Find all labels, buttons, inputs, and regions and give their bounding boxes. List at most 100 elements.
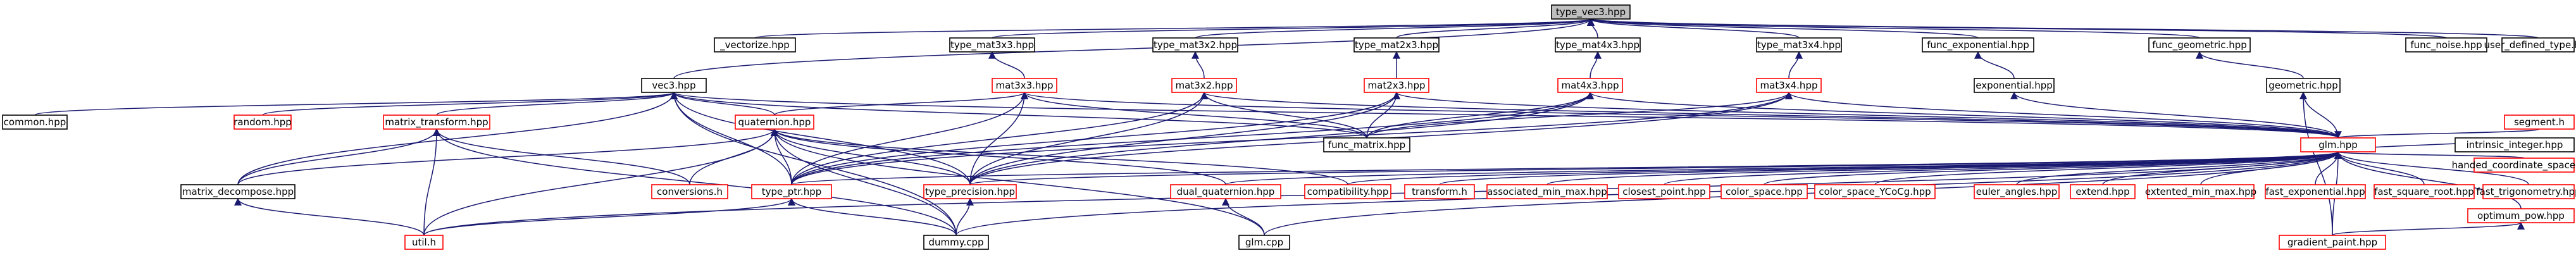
node-dual-quaternion-hpp[interactable]: dual_quaternion.hpp: [1170, 184, 1281, 199]
node-compatibility-hpp[interactable]: compatibility.hpp: [1304, 184, 1391, 199]
node-label: fast_square_root.hpp: [2374, 186, 2474, 198]
node-transform-h[interactable]: transform.h: [1404, 184, 1475, 199]
edge-func_exponential_hpp-to-exponential_hpp: [1974, 51, 2015, 79]
node-mat3x4-hpp[interactable]: mat3x4.hpp: [1756, 78, 1822, 93]
node-label: util.h: [412, 237, 436, 248]
node-label: fast_trigonometry.hpp: [2476, 186, 2576, 198]
node-label: glm.cpp: [1245, 237, 1283, 248]
node-closest-point-hpp[interactable]: closest_point.hpp: [1618, 184, 1710, 199]
edge-type_vec3_hpp-to-vectorize_hpp: [754, 18, 1595, 39]
node-handed-coordinate-space-hpp[interactable]: handed_coordinate_space.hpp: [2452, 158, 2576, 173]
node-type-mat2x3-hpp[interactable]: type_mat2x3.hpp: [1353, 37, 1440, 53]
node-gradient-paint-hpp[interactable]: gradient_paint.hpp: [2279, 235, 2386, 250]
edge-vec3_hpp-to-dummy_cpp: [670, 91, 957, 236]
node-label: func_exponential.hpp: [1927, 39, 2029, 51]
node-matrix-transform-hpp[interactable]: matrix_transform.hpp: [383, 115, 490, 130]
edge-geometric_hpp-to-gradient_paint_hpp: [2299, 91, 2333, 236]
node-euler-angles-hpp[interactable]: euler_angles.hpp: [1974, 184, 2060, 199]
node-extented-min-max-hpp[interactable]: extented_min_max.hpp: [2145, 184, 2256, 199]
node-type-mat3x2-hpp[interactable]: type_mat3x2.hpp: [1152, 37, 1238, 53]
edge-type_mat3x4_hpp-to-mat3x4_hpp: [1788, 51, 1803, 79]
node-type-ptr-hpp[interactable]: type_ptr.hpp: [751, 184, 832, 199]
edge-type_ptr_hpp-to-dummy_cpp: [788, 197, 957, 236]
node-box: [2501, 37, 2575, 53]
node-segment-h[interactable]: segment.h: [2504, 115, 2575, 130]
node-glm-hpp[interactable]: glm.hpp: [2300, 137, 2376, 152]
node-label: dummy.cpp: [928, 237, 983, 248]
node-fast-square-root-hpp[interactable]: fast_square_root.hpp: [2374, 184, 2475, 199]
node-box: [1323, 137, 1410, 152]
node-mat4x3-hpp[interactable]: mat4x3.hpp: [1557, 78, 1623, 93]
node-vec3-hpp[interactable]: vec3.hpp: [641, 78, 707, 93]
edge-mat3x4_hpp-to-type_ptr_hpp: [791, 91, 1793, 185]
edge-mat3x2_hpp-to-type_precision_hpp: [969, 91, 1208, 185]
edge-vec3_hpp-to-random_hpp: [262, 91, 678, 116]
node-mat2x3-hpp[interactable]: mat2x3.hpp: [1364, 78, 1429, 93]
node-box: [2148, 37, 2251, 53]
edge-matrix_transform_hpp-to-conversions_h: [433, 128, 690, 185]
edge-type_vec3_hpp-to-user_defined_type_hpp: [1588, 18, 2539, 39]
node-util-h[interactable]: util.h: [404, 235, 444, 250]
node-type-precision-hpp[interactable]: type_precision.hpp: [923, 184, 1017, 199]
node-label: mat2x3.hpp: [1368, 80, 1426, 91]
node-box: [1170, 184, 1281, 199]
node-box: [1756, 37, 1842, 53]
node-glm-cpp[interactable]: glm.cpp: [1238, 235, 1290, 250]
edge-type_mat3x3_hpp-to-mat3x3_hpp: [988, 51, 1025, 79]
node-func-noise-hpp[interactable]: func_noise.hpp: [2405, 37, 2487, 53]
node-type-mat3x4-hpp[interactable]: type_mat3x4.hpp: [1756, 37, 1842, 53]
node-box: [1238, 235, 1290, 250]
edge-type_vec3_hpp-to-type_mat2x3_hpp: [1396, 18, 1595, 39]
node-type-vec3-hpp[interactable]: type_vec3.hpp: [1551, 4, 1631, 20]
edge-glm_hpp-to-color_space_hpp: [1764, 151, 2342, 185]
edge-quaternion_hpp-to-matrix_decompose_hpp: [237, 128, 778, 185]
node-label: gradient_paint.hpp: [2287, 237, 2377, 249]
node-random-hpp[interactable]: random.hpp: [233, 115, 292, 130]
node-box: [2070, 184, 2136, 199]
node-box: [641, 78, 707, 93]
node-mat3x3-hpp[interactable]: mat3x3.hpp: [992, 78, 1057, 93]
node-intrinsic-integer-hpp[interactable]: intrinsic_integer.hpp: [2455, 137, 2575, 152]
node-user-defined-type-hpp[interactable]: user_defined_type.hpp: [2484, 37, 2576, 53]
node-extend-hpp[interactable]: extend.hpp: [2070, 184, 2136, 199]
node-label: type_ptr.hpp: [762, 186, 822, 198]
edge-glm_hpp-to-segment_h: [2334, 128, 2540, 139]
node-func-exponential-hpp[interactable]: func_exponential.hpp: [1922, 37, 2034, 53]
node-label: segment.h: [2514, 116, 2565, 128]
edge-vec3_hpp-to-func_matrix_hpp: [670, 91, 1367, 139]
node-fast-exponential-hpp[interactable]: fast_exponential.hpp: [2265, 184, 2366, 199]
node-box: [2147, 184, 2255, 199]
node-label: extend.hpp: [2075, 186, 2129, 197]
node-type-mat4x3-hpp[interactable]: type_mat4x3.hpp: [1555, 37, 1641, 53]
node-type-mat3x3-hpp[interactable]: type_mat3x3.hpp: [949, 37, 1035, 53]
node-box: [404, 235, 444, 250]
edge-vec3_hpp-to-type_precision_hpp: [670, 91, 971, 185]
edge-glm_hpp-to-fast_trigonometry_hpp: [2334, 151, 2529, 185]
node-fast-trigonometry-hpp[interactable]: fast_trigonometry.hpp: [2476, 184, 2576, 199]
edge-quaternion_hpp-to-dummy_cpp: [771, 128, 957, 236]
node-box: [1152, 37, 1238, 53]
node-exponential-hpp[interactable]: exponential.hpp: [1974, 78, 2055, 93]
node-color-space-hpp[interactable]: color_space.hpp: [1720, 184, 1808, 199]
node-func-matrix-hpp[interactable]: func_matrix.hpp: [1323, 137, 1410, 152]
node-label: mat3x2.hpp: [1176, 80, 1233, 91]
edge-type_mat4x3_hpp-to-mat4x3_hpp: [1590, 51, 1602, 79]
node-func-geometric-hpp[interactable]: func_geometric.hpp: [2148, 37, 2251, 53]
node-label: _vectorize.hpp: [719, 39, 790, 51]
node-quaternion-hpp[interactable]: quaternion.hpp: [735, 115, 814, 130]
node-color-space-YCoCg-hpp[interactable]: color_space_YCoCg.hpp: [1814, 184, 1936, 199]
node-dummy-cpp[interactable]: dummy.cpp: [923, 235, 989, 250]
edge-quaternion_hpp-to-glm_cpp: [771, 128, 1265, 236]
node-common-hpp[interactable]: common.hpp: [2, 115, 68, 130]
node-label: type_mat4x3.hpp: [1556, 39, 1640, 51]
node-geometric-hpp[interactable]: geometric.hpp: [2266, 78, 2341, 93]
node-optimum-pow-hpp[interactable]: optimum_pow.hpp: [2467, 208, 2575, 223]
node-vectorize-hpp[interactable]: _vectorize.hpp: [714, 37, 796, 53]
edge-type_vec3_hpp-to-type_mat3x4_hpp: [1587, 18, 1800, 39]
node-conversions-h[interactable]: conversions.h: [651, 184, 728, 199]
node-label: conversions.h: [657, 186, 723, 197]
node-mat3x2-hpp[interactable]: mat3x2.hpp: [1171, 78, 1237, 93]
node-box: [2279, 235, 2386, 250]
node-matrix-decompose-hpp[interactable]: matrix_decompose.hpp: [180, 184, 296, 199]
node-associated-min-max-hpp[interactable]: associated_min_max.hpp: [1486, 184, 1608, 199]
